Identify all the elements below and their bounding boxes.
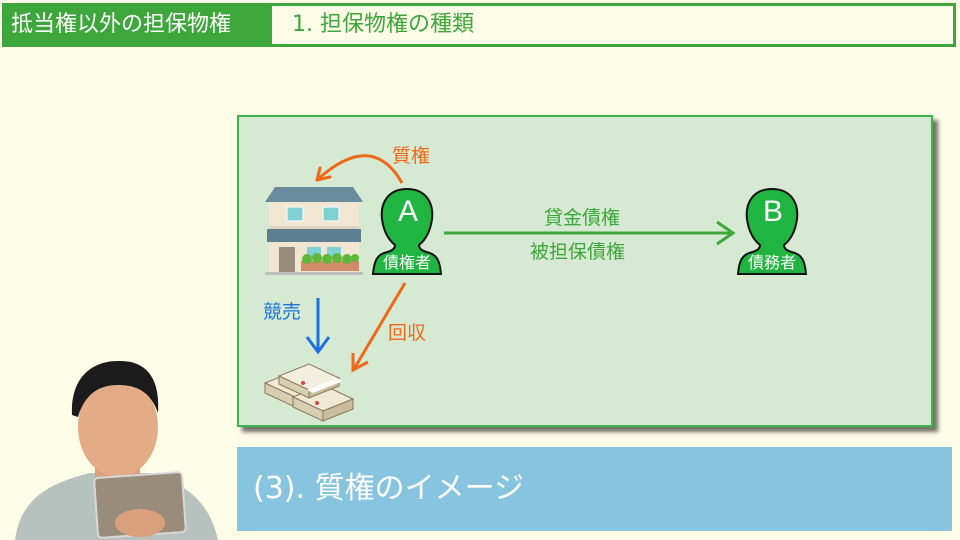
debtor-role: 債務者	[747, 253, 796, 272]
creditor-letter: A	[398, 195, 419, 228]
house-icon	[265, 187, 363, 275]
collect-arrowhead	[351, 353, 369, 373]
debtor-person-icon	[736, 187, 808, 275]
pledge-arrow	[315, 154, 404, 184]
diagram-canvas	[263, 154, 808, 422]
presenter-hair	[71, 360, 159, 417]
claim-label-top: 貸金債権	[544, 207, 621, 229]
presenter-hand	[115, 509, 165, 537]
debtor-letter: B	[763, 195, 784, 228]
claim-arrowhead	[716, 220, 736, 246]
money-bundle-icon	[263, 363, 355, 422]
pledge-label: 質権	[392, 145, 431, 167]
diagram-panel: A 債権者 B 債務者 質権 貸金債権 被担保債権 競売 回収	[237, 115, 933, 427]
presenter-face	[78, 377, 158, 477]
slide-subtitle: (3). 質権のイメージ	[237, 447, 952, 531]
auction-label: 競売	[263, 301, 302, 323]
collect-arrow	[352, 282, 407, 370]
topic-title: 1. 担保物権の種類	[292, 12, 474, 37]
creditor-person-icon	[371, 187, 443, 275]
header-bar: 抵当権以外の担保物権 1. 担保物権の種類	[2, 3, 956, 47]
presenter-video	[15, 360, 218, 540]
pledge-arrowhead	[315, 166, 332, 182]
claim-label-bottom: 被担保債権	[530, 241, 626, 263]
auction-arrowhead	[305, 336, 331, 355]
section-title: 抵当権以外の担保物権	[5, 6, 272, 44]
creditor-role: 債権者	[382, 253, 431, 272]
collect-label: 回収	[388, 322, 427, 344]
